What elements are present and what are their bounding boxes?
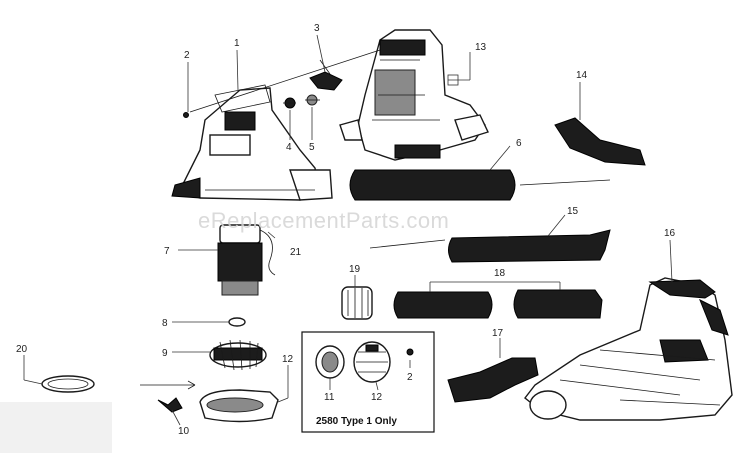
collection-bag[interactable] [524,277,733,421]
label-part-20: 20 [16,344,28,355]
ring[interactable] [41,375,95,393]
extension-tube-b[interactable] [513,289,603,319]
label-part-2: 2 [184,50,190,61]
nozzle[interactable] [448,229,611,263]
fan-cover[interactable] [199,389,279,423]
label-part-17: 17 [492,328,504,339]
label-part-16: 16 [664,228,676,239]
label-part-2-inset: 2 [407,372,413,383]
label-part-15: 15 [567,206,579,217]
label-part-21: 21 [290,247,302,258]
label-part-3: 3 [314,23,320,34]
screw-part[interactable] [183,112,189,118]
label-part-5: 5 [309,142,315,153]
inset-screw[interactable] [406,348,414,356]
clip[interactable] [157,397,183,413]
fan-impeller[interactable] [209,339,267,371]
label-part-19: 19 [349,264,361,275]
inset-caption: 2580 Type 1 Only [316,416,397,427]
label-part-11: 11 [324,392,335,403]
watermark-text: eReplacementParts.com [198,208,449,233]
motor[interactable] [217,224,276,296]
label-part-10: 10 [178,426,190,437]
housing-right-half[interactable] [339,29,489,161]
housing-left-half[interactable] [171,84,333,201]
label-part-6: 6 [516,138,522,149]
corner-shade [0,402,112,453]
label-part-1: 1 [234,38,240,49]
motor-washer[interactable] [228,317,246,327]
washer-part[interactable] [305,94,320,106]
label-part-8: 8 [162,318,168,329]
coupler[interactable] [341,286,373,320]
extension-tube-a[interactable] [393,291,493,319]
label-part-12-inset: 12 [371,392,383,403]
nut-part[interactable] [283,97,296,109]
switch-part[interactable] [309,59,343,91]
label-part-4: 4 [286,142,292,153]
vacuum-tube[interactable] [447,357,539,403]
label-part-13: 13 [475,42,487,53]
inset-cover[interactable] [353,341,391,383]
label-part-12-cover: 12 [282,354,294,365]
inset-ring[interactable] [315,345,345,379]
label-part-9: 9 [162,348,168,359]
blower-tube[interactable] [349,169,516,201]
label-part-18: 18 [494,268,506,279]
label-part-7: 7 [164,246,170,257]
label-part-14: 14 [576,70,588,81]
curved-tube[interactable] [554,117,646,166]
